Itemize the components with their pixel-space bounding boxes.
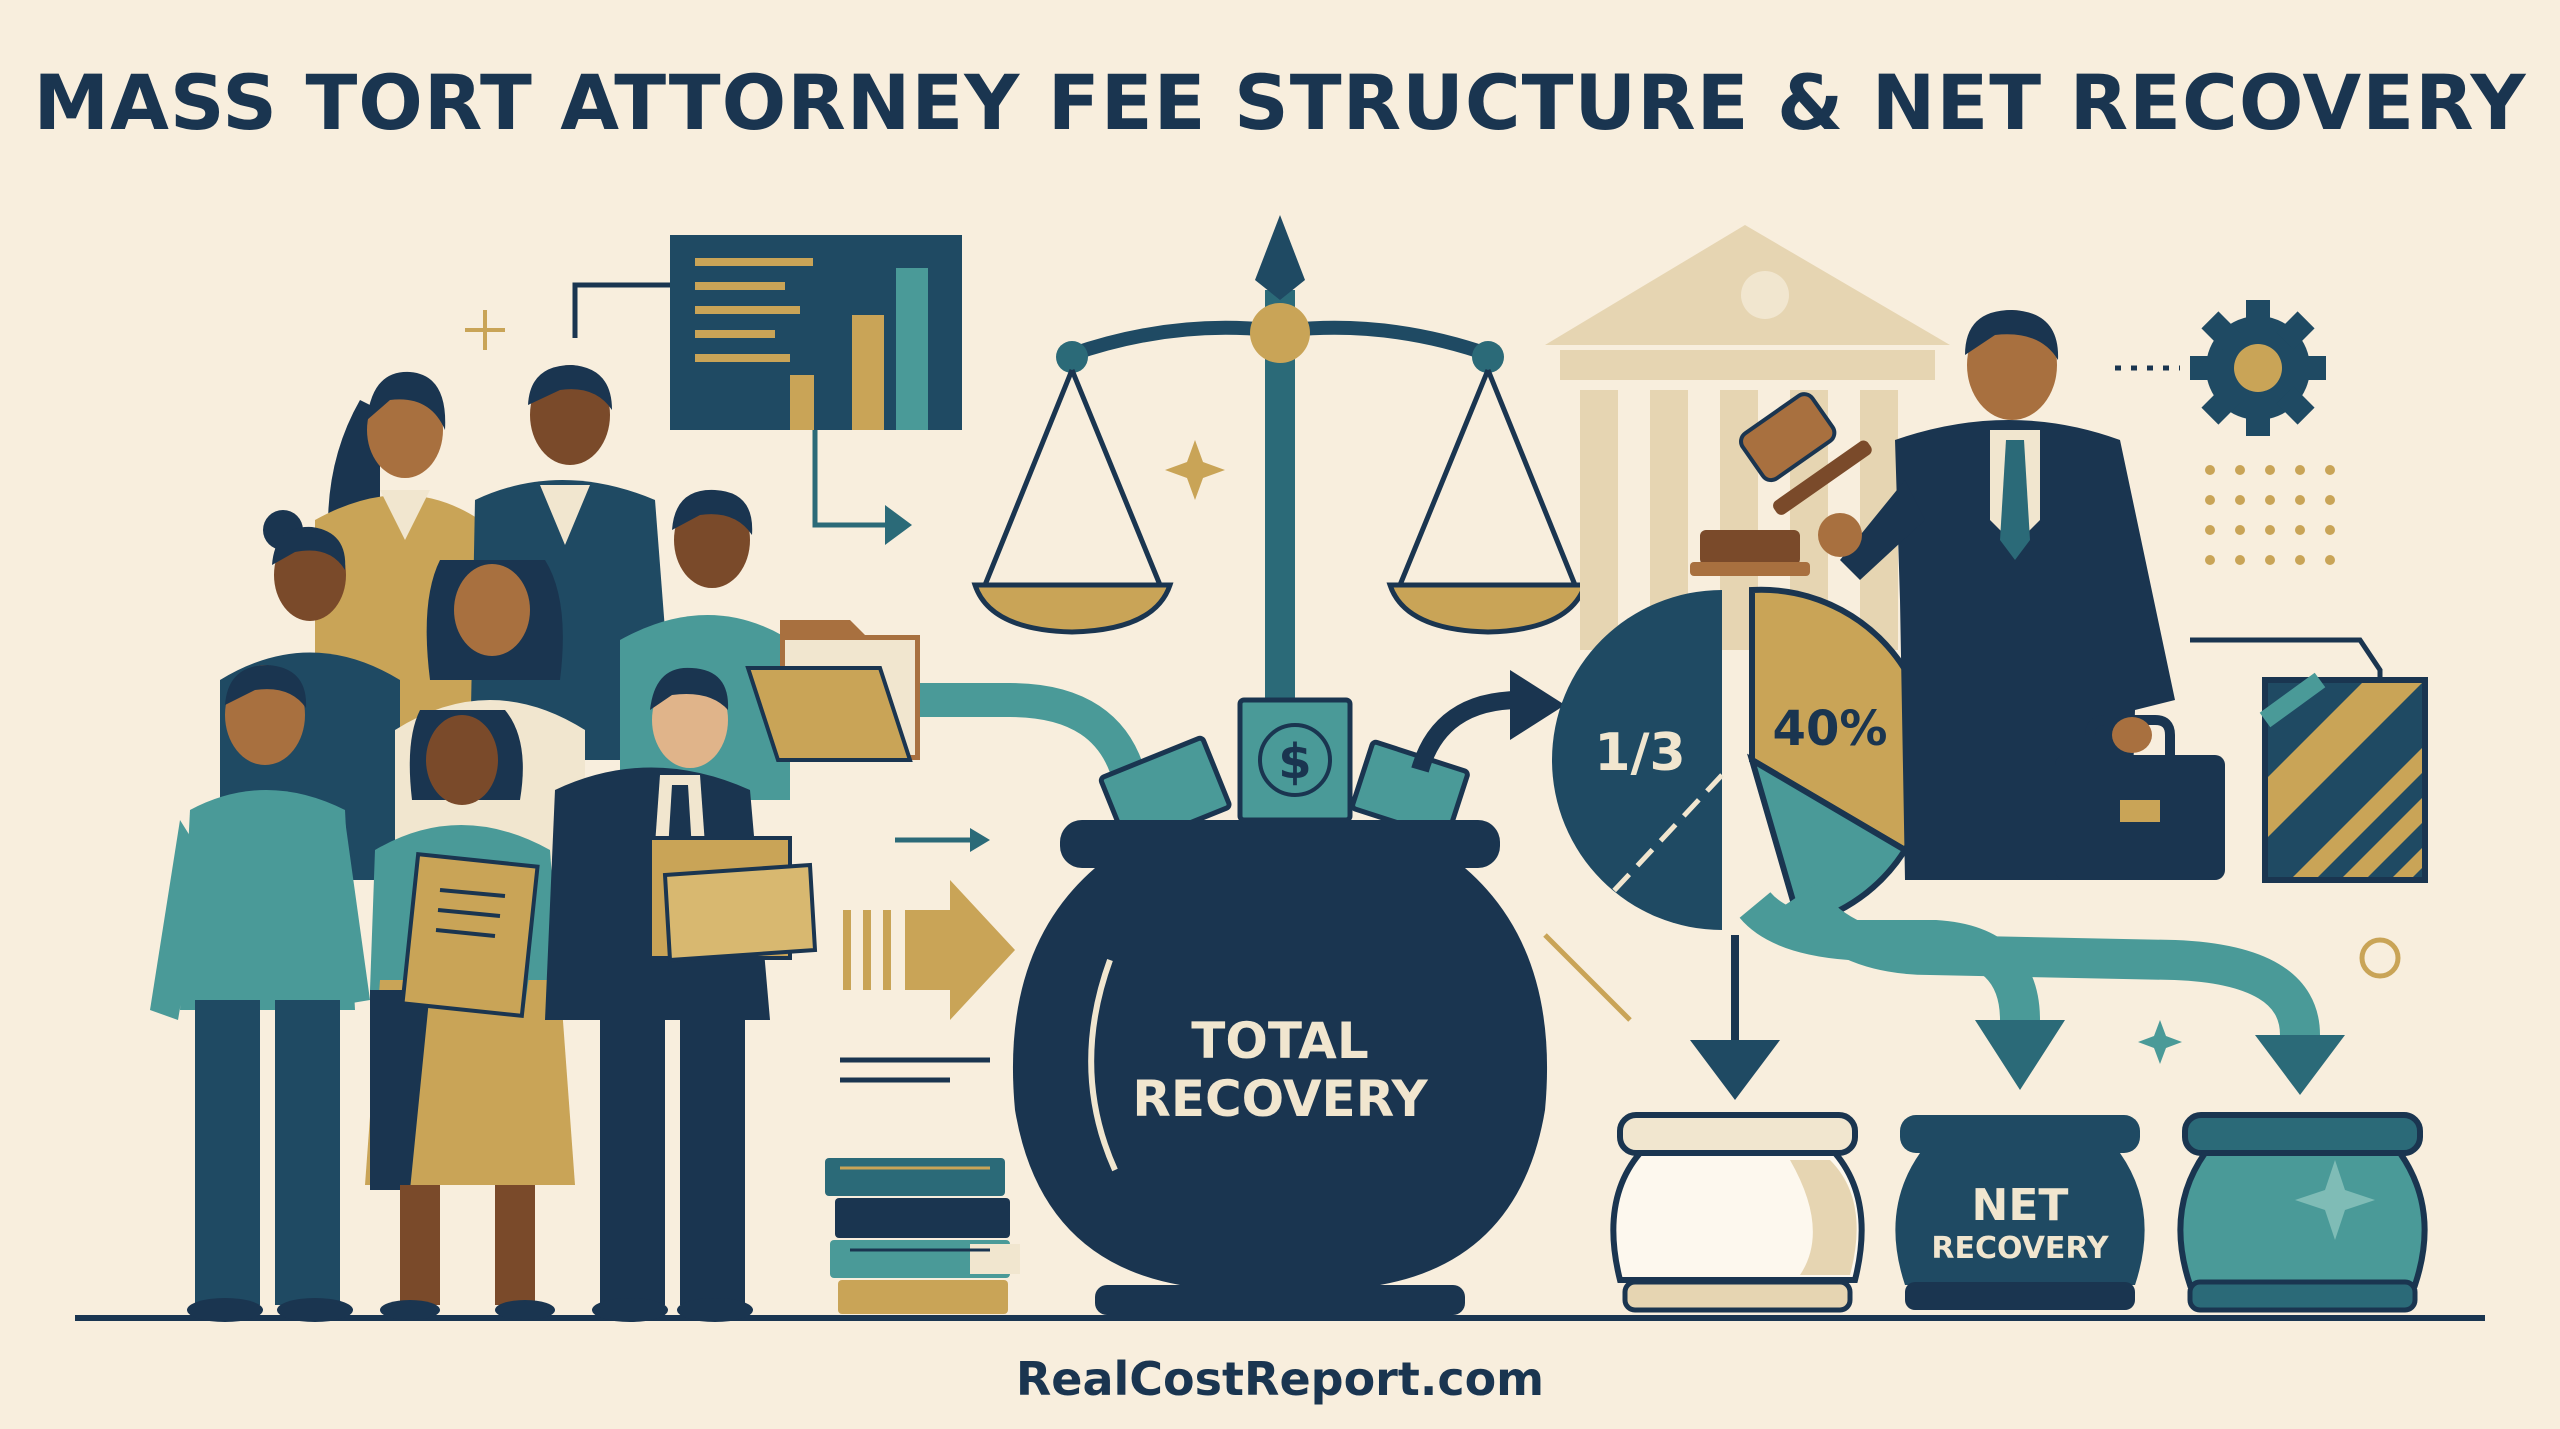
net-pot-label-line1: NET bbox=[1972, 1180, 2069, 1231]
money-icon: $ bbox=[1098, 697, 1470, 850]
distribution-arrows bbox=[1690, 883, 2345, 1100]
slash-decoration bbox=[1543, 933, 1632, 1022]
total-recovery-pot: TOTAL RECOVERY bbox=[1012, 820, 1548, 1315]
net-recovery-pot: NET RECOVERY bbox=[1895, 1115, 2145, 1310]
pattern-box-icon bbox=[2190, 637, 2428, 883]
sparkle-icon bbox=[2138, 1020, 2182, 1064]
pie-left-label: 1/3 bbox=[1594, 723, 1685, 783]
pot-label-line1: TOTAL bbox=[1191, 1012, 1368, 1070]
briefcase-icon bbox=[2055, 715, 2225, 880]
folder-icon bbox=[648, 836, 818, 963]
gavel-icon bbox=[1739, 392, 1872, 515]
gavel-block-base bbox=[1690, 562, 1810, 576]
dollar-sign-icon: $ bbox=[1278, 734, 1311, 790]
ring-decoration bbox=[2359, 937, 2401, 979]
flow-arrow bbox=[920, 683, 1147, 785]
folder-icon bbox=[745, 620, 920, 762]
person-client bbox=[150, 665, 370, 1322]
arrow-decorations bbox=[840, 828, 1015, 1083]
bar-chart-board-icon bbox=[572, 235, 962, 545]
page-title: MASS TORT ATTORNEY FEE STRUCTURE & NET R… bbox=[33, 58, 2527, 147]
expenses-pot bbox=[2177, 1112, 2428, 1313]
gavel-block bbox=[1700, 530, 1800, 565]
books-icon bbox=[825, 1158, 1020, 1314]
pie-right-label: 40% bbox=[1773, 701, 1888, 757]
dot-grid-decoration bbox=[2205, 465, 2335, 565]
plus-decoration bbox=[465, 310, 505, 350]
fee-pie-chart: 1/3 40% bbox=[1552, 586, 1934, 930]
net-pot-label-line2: RECOVERY bbox=[1931, 1231, 2109, 1266]
attorney-fee-pot bbox=[1610, 1112, 1865, 1313]
sparkle-icon bbox=[1165, 440, 1225, 500]
site-footer-url[interactable]: RealCostReport.com bbox=[1015, 1352, 1545, 1406]
pot-label-line2: RECOVERY bbox=[1132, 1070, 1428, 1128]
clients-group bbox=[150, 365, 920, 1322]
arrow-head bbox=[1510, 670, 1565, 740]
flow-arrow bbox=[1411, 691, 1521, 773]
scales-of-justice-icon bbox=[971, 215, 1589, 740]
folder-icon bbox=[400, 851, 545, 1019]
gear-icon bbox=[2190, 300, 2326, 436]
